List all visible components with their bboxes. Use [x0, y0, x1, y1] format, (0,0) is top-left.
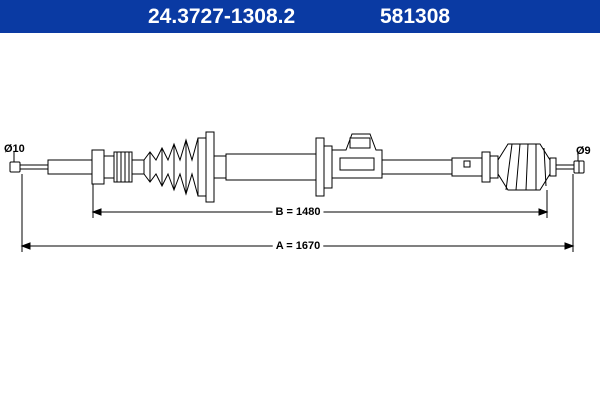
mounting-bracket: [331, 133, 383, 179]
middle-housing: [213, 137, 333, 197]
dimension-a-label: A = 1670: [276, 240, 321, 252]
dimension-b-label: B = 1480: [276, 206, 321, 218]
right-diameter-label: Ø9: [576, 145, 591, 157]
dimension-b-label-bg: [272, 206, 324, 218]
dimension-a-label-bg: [272, 240, 324, 252]
right-adjuster: [481, 143, 557, 191]
title-bar: 24.3727-1308.2 581308: [0, 0, 600, 33]
outer-casing: [382, 157, 483, 177]
bellows-boot: [143, 131, 215, 203]
left-diameter-label: Ø10: [4, 143, 25, 155]
right-end-fitting: [556, 160, 585, 174]
part-number: 24.3727-1308.2: [148, 5, 296, 28]
left-end-fitting: [9, 161, 48, 173]
article-code: 581308: [380, 5, 451, 28]
left-ferrule: [47, 149, 145, 185]
